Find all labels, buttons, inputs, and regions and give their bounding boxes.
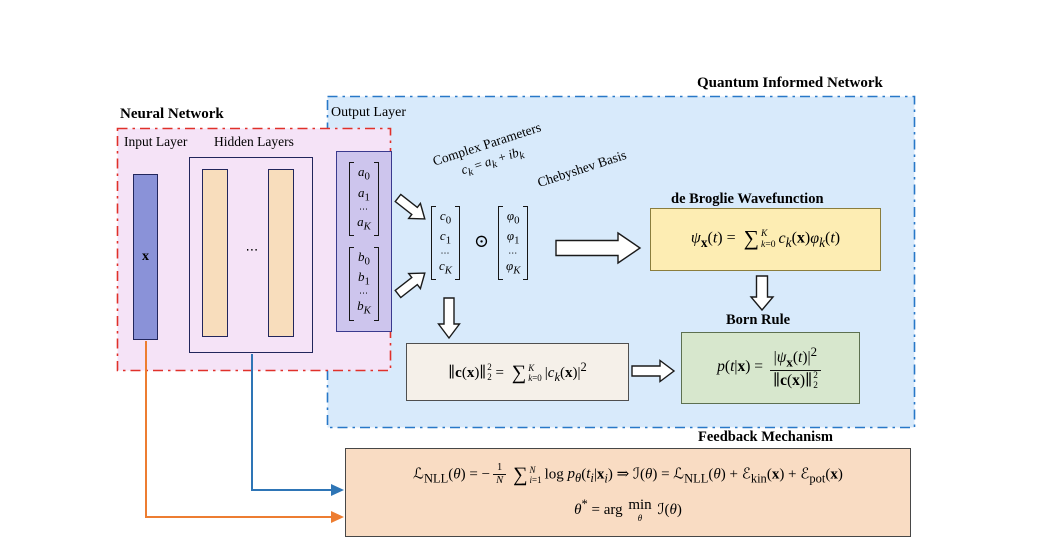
feedback-connector-input-layer <box>145 341 344 523</box>
arrow-output-to-coefficients-bottom <box>394 272 426 299</box>
vector-entry: a1 <box>358 184 370 204</box>
elementwise-product-operator: ⊙ <box>474 231 490 251</box>
vector-entry: c1 <box>439 228 452 248</box>
vector-ellipsis: ⋯ <box>358 204 369 214</box>
vector-entry: b0 <box>358 248 370 268</box>
vector-entry: φ0 <box>506 208 520 227</box>
vector-entry: b1 <box>358 269 370 288</box>
feedback-connector-hidden-layers <box>251 354 344 496</box>
arrow-norm-to-born-rule <box>631 359 676 383</box>
feedback-mechanism-label: Feedback Mechanism <box>698 429 833 445</box>
nn-title: Neural Network <box>120 106 224 122</box>
input-layer-label: Input Layer <box>124 134 188 149</box>
qin-title: Quantum Informed Network <box>697 75 883 91</box>
arrow-coefficients-to-norm <box>437 297 461 340</box>
vector-entry: c0 <box>439 208 452 227</box>
hidden-layer-rect-1 <box>202 169 228 337</box>
vector-ellipsis: ⋯ <box>358 288 369 299</box>
feedback-arrowhead-hidden <box>331 484 344 496</box>
arrow-wavefunction-to-born-rule <box>749 275 775 312</box>
input-layer-rect: x <box>133 174 158 340</box>
feedback-arrowhead-input <box>331 511 344 523</box>
vector-ellipsis: ⋯ <box>440 247 451 258</box>
vector-ellipsis: ⋯ <box>508 247 519 258</box>
hidden-layers-label: Hidden Layers <box>214 134 294 149</box>
vector-phi: φ0 φ1 ⋯ φK <box>498 206 529 281</box>
arrow-basis-to-wavefunction <box>555 231 642 265</box>
vector-b: b0 b1 ⋯ bK <box>349 246 379 322</box>
hidden-layers-container <box>189 157 313 353</box>
vector-c: c0 c1 ⋯ cK <box>431 206 461 281</box>
vector-entry: bK <box>357 298 371 318</box>
arrow-output-to-coefficients-top <box>394 193 426 220</box>
input-symbol: x <box>142 249 149 264</box>
output-layer-box: a0 a1 ⋯ aK b0 b1 ⋯ bK <box>336 151 392 332</box>
hidden-layer-rect-2 <box>268 169 294 337</box>
output-layer-label: Output Layer <box>331 105 407 120</box>
vector-entry: a0 <box>358 164 370 183</box>
vector-entry: φ1 <box>506 228 520 248</box>
vector-entry: aK <box>357 214 371 233</box>
vector-a: a0 a1 ⋯ aK <box>349 162 379 237</box>
de-broglie-label: de Broglie Wavefunction <box>671 191 824 207</box>
hidden-layers-ellipsis: ⋯ <box>245 242 259 257</box>
born-rule-label: Born Rule <box>726 312 791 328</box>
vector-entry: φK <box>506 257 521 277</box>
vector-entry: cK <box>439 257 453 277</box>
